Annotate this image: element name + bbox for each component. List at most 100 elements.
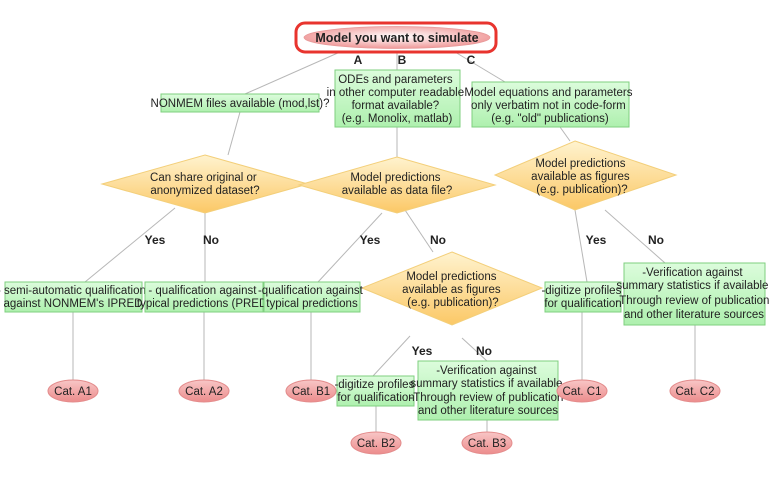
box-c-source-line: only verbatim not in code-form [471,100,626,112]
svg-text:- semi-automatic qualification: - semi-automatic qualification against N… [0,285,149,310]
edge-a-yes [84,207,176,283]
decision-c-line: Model predictions [535,158,625,170]
box-a-no-line: - qualification against [148,285,257,297]
box-b-yes: -qualification against typical predictio… [258,281,366,313]
decision-c-line: available as figures [531,171,630,183]
title-ellipse [303,26,491,49]
decision-c: Model predictions available as figures (… [493,140,678,211]
category-c1-label: Cat. C1 [563,386,602,398]
edge-c-source-decision [559,126,571,142]
box-c-no-line: and other literature sources [624,309,764,321]
decision-a-line: anonymized dataset? [150,185,259,197]
svg-text:-Verification against su: -Verification against summary statistics… [409,365,566,417]
decision-c-line: (e.g. publication)? [536,184,627,196]
category-b3-label: Cat. B3 [468,438,506,450]
box-b2-yes-line: for qualification [337,392,414,404]
box-c-yes-line: for qualification [544,298,621,310]
edge-a-source-decision [227,111,241,156]
svg-text:Model equations and parameters: Model equations and parameters only verb… [464,87,635,125]
box-c-no-line: -Through review of publication [615,295,769,307]
edge-label-b-no: No [430,233,446,247]
category-a2-label: Cat. A2 [185,386,223,398]
category-a2: Cat. A2 [178,379,230,403]
category-c2-label: Cat. C2 [676,386,715,398]
box-b2-no-line: -Through review of publication [409,392,563,404]
svg-text:-digitize profiles for q: -digitize profiles for qualification [541,285,624,310]
edge-c-yes [574,209,588,283]
svg-text:Can share original or an: Can share original or anonymized dataset… [150,172,260,197]
box-a-yes: - semi-automatic qualification against N… [0,281,149,313]
box-c-source-line: (e.g. "old" publications) [491,113,609,125]
box-c-source: Model equations and parameters only verb… [464,81,635,128]
box-b2-no-line: -Verification against [436,365,537,377]
box-c-yes: -digitize profiles for qualification [541,281,624,313]
decision-b-line: available as data file? [342,185,453,197]
box-c-no-line: -Verification against [642,267,743,279]
box-b-yes-line: -qualification against [258,285,364,297]
category-c1: Cat. C1 [556,379,608,403]
box-a-source-line: NONMEM files available (mod,lst)? [151,98,330,110]
box-c-source-line: Model equations and parameters [464,87,632,99]
box-b-source-line: format available? [352,100,440,112]
box-b2-no: -Verification against summary statistics… [409,360,566,421]
box-b-source-line: in other computer readable [327,87,464,99]
box-a-yes-line: against NONMEM's IPRED [4,298,143,310]
svg-text:-qualification against t: -qualification against typical predictio… [258,285,366,310]
category-b1: Cat. B1 [285,379,337,403]
decision-a-line: Can share original or [150,172,257,184]
box-b2-no-line: and other literature sources [418,405,558,417]
category-b1-label: Cat. B1 [292,386,330,398]
decision-b-line: Model predictions [350,172,440,184]
edge-label-b2-yes: Yes [412,344,433,358]
edge-title-a [244,51,341,95]
edge-c-no [604,209,666,264]
branch-label-c: C [467,53,476,67]
edge-label-c-no: No [648,233,664,247]
decision-b2-line: available as figures [402,284,501,296]
svg-text:NONMEM files available (mod,ls: NONMEM files available (mod,lst)? [151,98,330,110]
edge-title-c [454,51,506,83]
title-node: Model you want to simulate [294,21,498,54]
svg-text:-Verification against su: -Verification against summary statistics… [615,267,770,321]
decision-b2-line: (e.g. publication)? [407,297,498,309]
decision-b2: Model predictions available as figures (… [360,251,544,326]
edge-label-c-yes: Yes [586,233,607,247]
box-b2-yes: -digitize profiles for qualification [334,375,417,407]
category-c2: Cat. C2 [669,379,721,403]
edge-label-a-yes: Yes [145,233,166,247]
box-c-no-line: summary statistics if available [616,280,768,292]
edge-b2-yes [372,335,411,377]
edge-b-yes [317,212,383,283]
decision-a: Can share original or anonymized dataset… [100,154,310,214]
box-a-source: NONMEM files available (mod,lst)? [151,93,330,113]
box-a-yes-line: - semi-automatic qualification [0,285,146,297]
svg-text:Model predictions availa: Model predictions available as figures (… [531,158,633,196]
page-title: Model you want to simulate [315,31,478,45]
svg-text:- qualification against: - qualification against typical predicti… [137,285,271,310]
decision-b: Model predictions available as data file… [297,156,497,214]
edge-b2-no [461,337,488,362]
svg-text:-digitize profiles for q: -digitize profiles for qualification [334,379,417,404]
category-b2-label: Cat. B2 [357,438,395,450]
box-c-yes-line: -digitize profiles [541,285,621,297]
box-b-source: ODEs and parameters in other computer re… [327,69,468,128]
box-b2-no-line: summary statistics if available [410,378,562,390]
category-b2: Cat. B2 [350,431,402,455]
box-b2-yes-line: -digitize profiles [334,379,414,391]
box-a-no-line: typical predictions (PRED) [137,298,271,310]
branch-label-b: B [398,53,407,67]
edge-b-no [404,209,434,253]
svg-text:ODEs and parameters in o: ODEs and parameters in other computer re… [327,74,468,125]
decision-b2-line: Model predictions [406,271,496,283]
svg-text:Model predictions availa: Model predictions available as figures (… [402,271,504,309]
connectors [72,51,696,432]
category-a1-label: Cat. A1 [54,386,92,398]
edge-label-b2-no: No [476,344,492,358]
branch-label-a: A [354,53,363,67]
category-a1: Cat. A1 [47,379,99,403]
svg-text:Model predictions availa: Model predictions available as data file… [342,172,453,197]
box-c-no: -Verification against summary statistics… [615,262,770,326]
box-b-source-line: ODEs and parameters [338,74,453,86]
edge-label-a-no: No [203,233,219,247]
